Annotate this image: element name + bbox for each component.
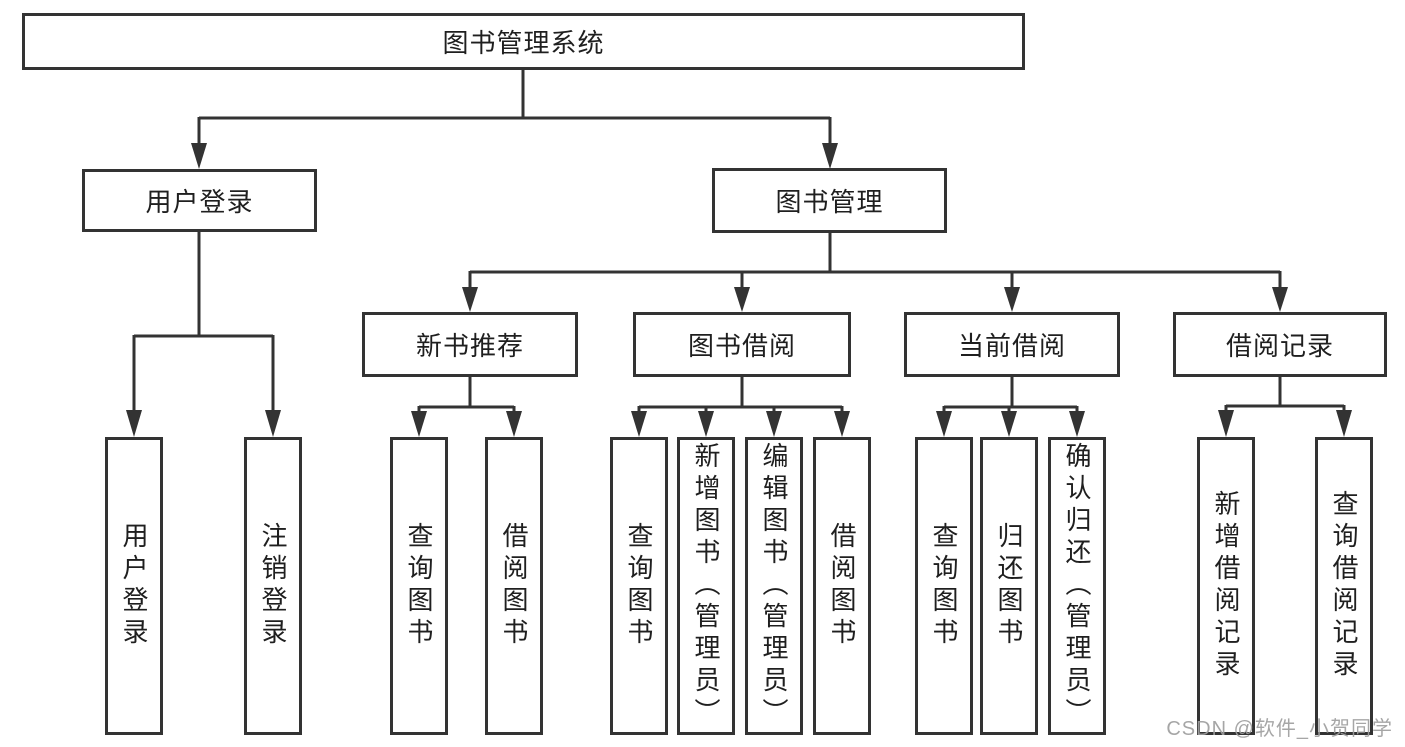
leaf-records-query-record: 查询借阅记录: [1315, 437, 1373, 735]
node-book-management: 图书管理: [712, 168, 947, 233]
arrow-leaf-4: [698, 411, 714, 437]
leaf-borrow-edit-book-admin: 编辑图书（管理员）: [745, 437, 803, 735]
arrow-leaf-1: [411, 411, 427, 437]
arrow-leaf-10: [1218, 410, 1234, 437]
node-current-borrow-label: 当前借阅: [957, 331, 1066, 361]
leaf-recommend-borrow-book: 借阅图书: [485, 437, 543, 735]
leaf-recommend-borrow-book-label: 借阅图书: [499, 522, 529, 650]
arrowheads: [126, 143, 1352, 437]
arrow-book-mgmt: [822, 143, 838, 169]
leaf-borrow-query-book: 查询图书: [610, 437, 668, 735]
arrow-leaf-11: [1336, 410, 1352, 437]
wire-new-book-recommend-branch: [417, 377, 516, 413]
arrow-user-login: [191, 143, 207, 169]
wire-book-borrow-branch: [637, 377, 844, 413]
node-user-login: 用户登录: [82, 169, 317, 232]
leaf-current-confirm-return-admin-label: 确认归还（管理员）: [1062, 442, 1092, 730]
leaf-current-return-book-label: 归还图书: [994, 522, 1024, 650]
leaf-records-add-record: 新增借阅记录: [1197, 437, 1255, 735]
node-borrow-records: 借阅记录: [1173, 312, 1387, 377]
leaf-records-add-record-label: 新增借阅记录: [1211, 490, 1241, 682]
wire-root-to-level1: [197, 70, 832, 145]
arrow-leaf-3: [631, 411, 647, 437]
arrow-leaf-8: [1001, 411, 1017, 437]
arrow-leaf-user-login: [126, 410, 142, 437]
leaf-recommend-query-book: 查询图书: [390, 437, 448, 735]
leaf-recommend-query-book-label: 查询图书: [404, 522, 434, 650]
leaf-current-query-book: 查询图书: [915, 437, 973, 735]
node-user-login-label: 用户登录: [145, 187, 254, 217]
arrow-book-borrow: [734, 287, 750, 312]
node-library-system-label: 图书管理系统: [442, 28, 605, 58]
wire-user-login-branch: [132, 232, 275, 412]
csdn-watermark: CSDN @软件_小贺同学: [1166, 718, 1393, 740]
arrow-new-book-recommend: [462, 287, 478, 312]
wire-borrow-records-branch: [1224, 377, 1346, 413]
wire-book-mgmt-to-level3: [468, 233, 1282, 289]
leaf-records-query-record-label: 查询借阅记录: [1329, 490, 1359, 682]
leaf-logout-login-label: 注销登录: [258, 522, 288, 650]
arrow-borrow-records: [1272, 287, 1288, 312]
node-book-borrow-label: 图书借阅: [687, 331, 796, 361]
wire-current-borrow-branch: [942, 377, 1079, 413]
leaf-borrow-borrow-book: 借阅图书: [813, 437, 871, 735]
leaf-borrow-edit-book-admin-label: 编辑图书（管理员）: [759, 442, 789, 730]
arrow-leaf-5: [766, 411, 782, 437]
leaf-borrow-add-book-admin: 新增图书（管理员）: [677, 437, 735, 735]
node-new-book-recommend-label: 新书推荐: [415, 331, 524, 361]
leaf-user-login: 用户登录: [105, 437, 163, 735]
leaf-borrow-borrow-book-label: 借阅图书: [827, 522, 857, 650]
node-book-borrow: 图书借阅: [633, 312, 851, 377]
leaf-current-query-book-label: 查询图书: [929, 522, 959, 650]
node-book-management-label: 图书管理: [775, 187, 884, 217]
leaf-user-login-label: 用户登录: [119, 522, 149, 650]
leaf-current-return-book: 归还图书: [980, 437, 1038, 735]
node-current-borrow: 当前借阅: [904, 312, 1120, 377]
node-borrow-records-label: 借阅记录: [1225, 331, 1334, 361]
arrow-leaf-7: [936, 411, 952, 437]
leaf-borrow-add-book-admin-label: 新增图书（管理员）: [691, 442, 721, 730]
arrow-leaf-2: [506, 411, 522, 437]
arrow-leaf-9: [1069, 411, 1085, 437]
leaf-logout-login: 注销登录: [244, 437, 302, 735]
arrow-leaf-logout: [265, 410, 281, 437]
arrow-current-borrow: [1004, 287, 1020, 312]
node-library-system: 图书管理系统: [22, 13, 1025, 70]
leaf-borrow-query-book-label: 查询图书: [624, 522, 654, 650]
leaf-current-confirm-return-admin: 确认归还（管理员）: [1048, 437, 1106, 735]
arrow-leaf-6: [834, 411, 850, 437]
node-new-book-recommend: 新书推荐: [362, 312, 578, 377]
